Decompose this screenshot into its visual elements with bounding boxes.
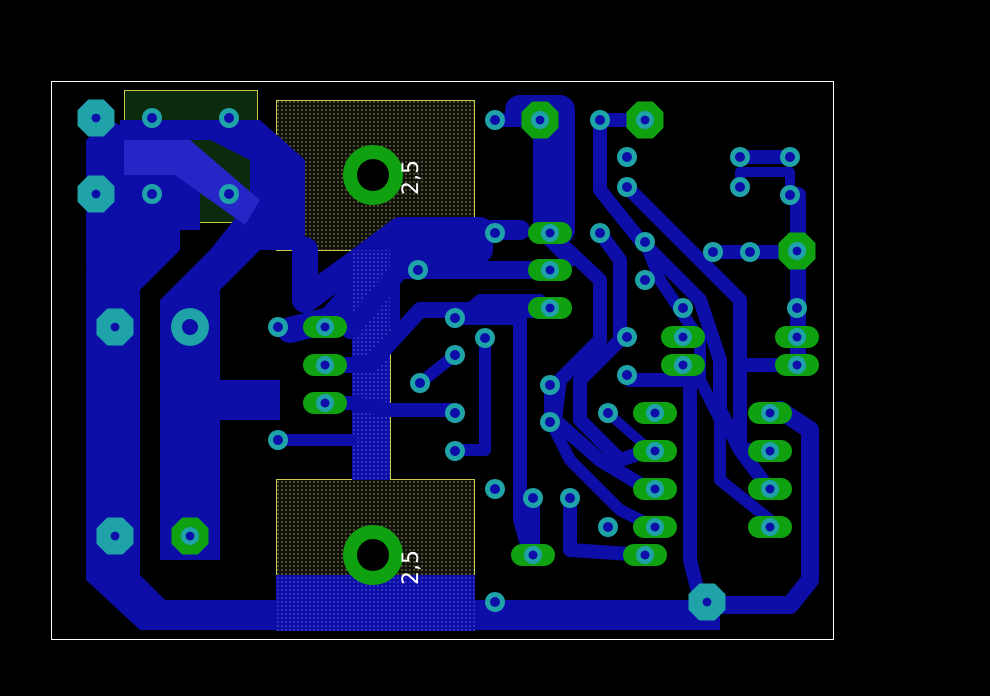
via: [408, 260, 428, 280]
via: [475, 328, 495, 348]
via: [646, 442, 664, 460]
via: [635, 270, 655, 290]
via: [730, 147, 750, 167]
via: [485, 592, 505, 612]
via: [646, 518, 664, 536]
via: [788, 356, 806, 374]
via: [761, 518, 779, 536]
via: [617, 177, 637, 197]
via: [590, 223, 610, 243]
via: [445, 403, 465, 423]
vias: [77, 99, 819, 621]
via: [703, 242, 723, 262]
via: [485, 223, 505, 243]
via: [316, 356, 334, 374]
via: [617, 147, 637, 167]
via: [788, 328, 806, 346]
via: [617, 365, 637, 385]
via: [540, 375, 560, 395]
via: [787, 298, 807, 318]
via: [523, 488, 543, 508]
mounting-pad-lower[interactable]: 2,5: [343, 525, 424, 585]
via: [445, 441, 465, 461]
via: [541, 224, 559, 242]
via: [730, 177, 750, 197]
via: [524, 546, 542, 564]
via: [219, 184, 239, 204]
pad-upper-label: 2,5: [399, 160, 424, 195]
via: [617, 327, 637, 347]
via: [673, 298, 693, 318]
via: [485, 479, 505, 499]
via: [316, 394, 334, 412]
pad-lower-label: 2,5: [399, 550, 424, 585]
via: [780, 185, 800, 205]
via: [219, 108, 239, 128]
via: [780, 147, 800, 167]
via: [268, 430, 288, 450]
via: [646, 404, 664, 422]
via: [268, 317, 288, 337]
via: [635, 232, 655, 252]
via: [316, 318, 334, 336]
via: [142, 184, 162, 204]
via: [445, 345, 465, 365]
via: [761, 404, 779, 422]
via: [540, 412, 560, 432]
via: [560, 488, 580, 508]
via: [674, 328, 692, 346]
via: [142, 108, 162, 128]
via: [674, 356, 692, 374]
via: [485, 110, 505, 130]
via: [740, 242, 760, 262]
via: [761, 442, 779, 460]
via: [598, 403, 618, 423]
via: [590, 110, 610, 130]
via: [598, 517, 618, 537]
via: [410, 373, 430, 393]
via: [646, 480, 664, 498]
via: [636, 546, 654, 564]
mounting-pad-upper[interactable]: 2,5: [343, 145, 424, 205]
via: [445, 308, 465, 328]
board-outline: [51, 81, 834, 640]
via: [541, 299, 559, 317]
via: [541, 261, 559, 279]
copper-traces: [86, 95, 819, 631]
via: [761, 480, 779, 498]
